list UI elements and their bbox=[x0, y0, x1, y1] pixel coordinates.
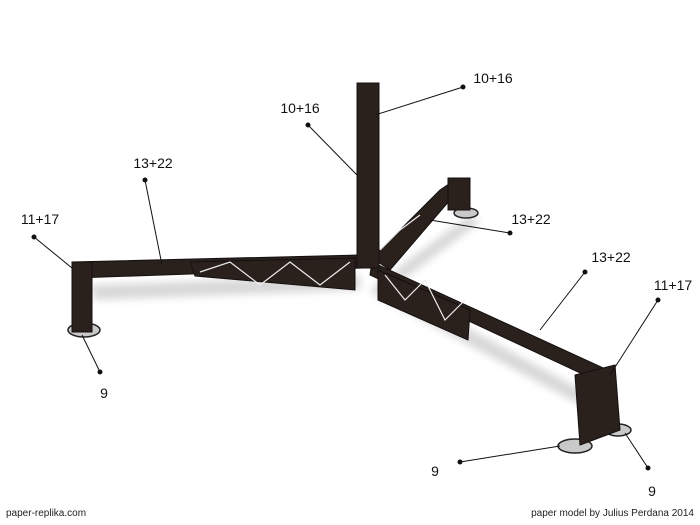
left-truss bbox=[189, 257, 356, 291]
part-label-left-arm: 13+22 bbox=[133, 155, 173, 171]
part-label-right-foot-back: 9 bbox=[648, 483, 656, 499]
left-leg bbox=[71, 261, 93, 333]
shadows bbox=[90, 215, 600, 410]
part-label-post-mid: 10+16 bbox=[280, 100, 320, 116]
part-label-right-arm: 13+22 bbox=[591, 249, 631, 265]
right-arm bbox=[369, 261, 613, 386]
footer-credit: paper model by Julius Perdana 2014 bbox=[531, 508, 694, 519]
part-label-back-arm: 13+22 bbox=[511, 211, 551, 227]
part-label-left-foot: 9 bbox=[100, 385, 108, 401]
truss-bracing bbox=[199, 214, 466, 322]
frame bbox=[71, 82, 621, 446]
leader-lines bbox=[31, 84, 661, 471]
back-leg bbox=[447, 177, 471, 211]
part-label-right-leg: 11+17 bbox=[653, 277, 693, 293]
part-label-right-foot-front: 9 bbox=[431, 463, 439, 479]
part-label-post-top: 10+16 bbox=[473, 70, 513, 86]
right-leg bbox=[574, 364, 621, 446]
footer-site: paper-replika.com bbox=[6, 508, 87, 519]
part-label-left-leg: 11+17 bbox=[20, 211, 60, 227]
right-truss bbox=[377, 269, 471, 341]
feet bbox=[67, 207, 632, 454]
center-post bbox=[356, 82, 380, 269]
